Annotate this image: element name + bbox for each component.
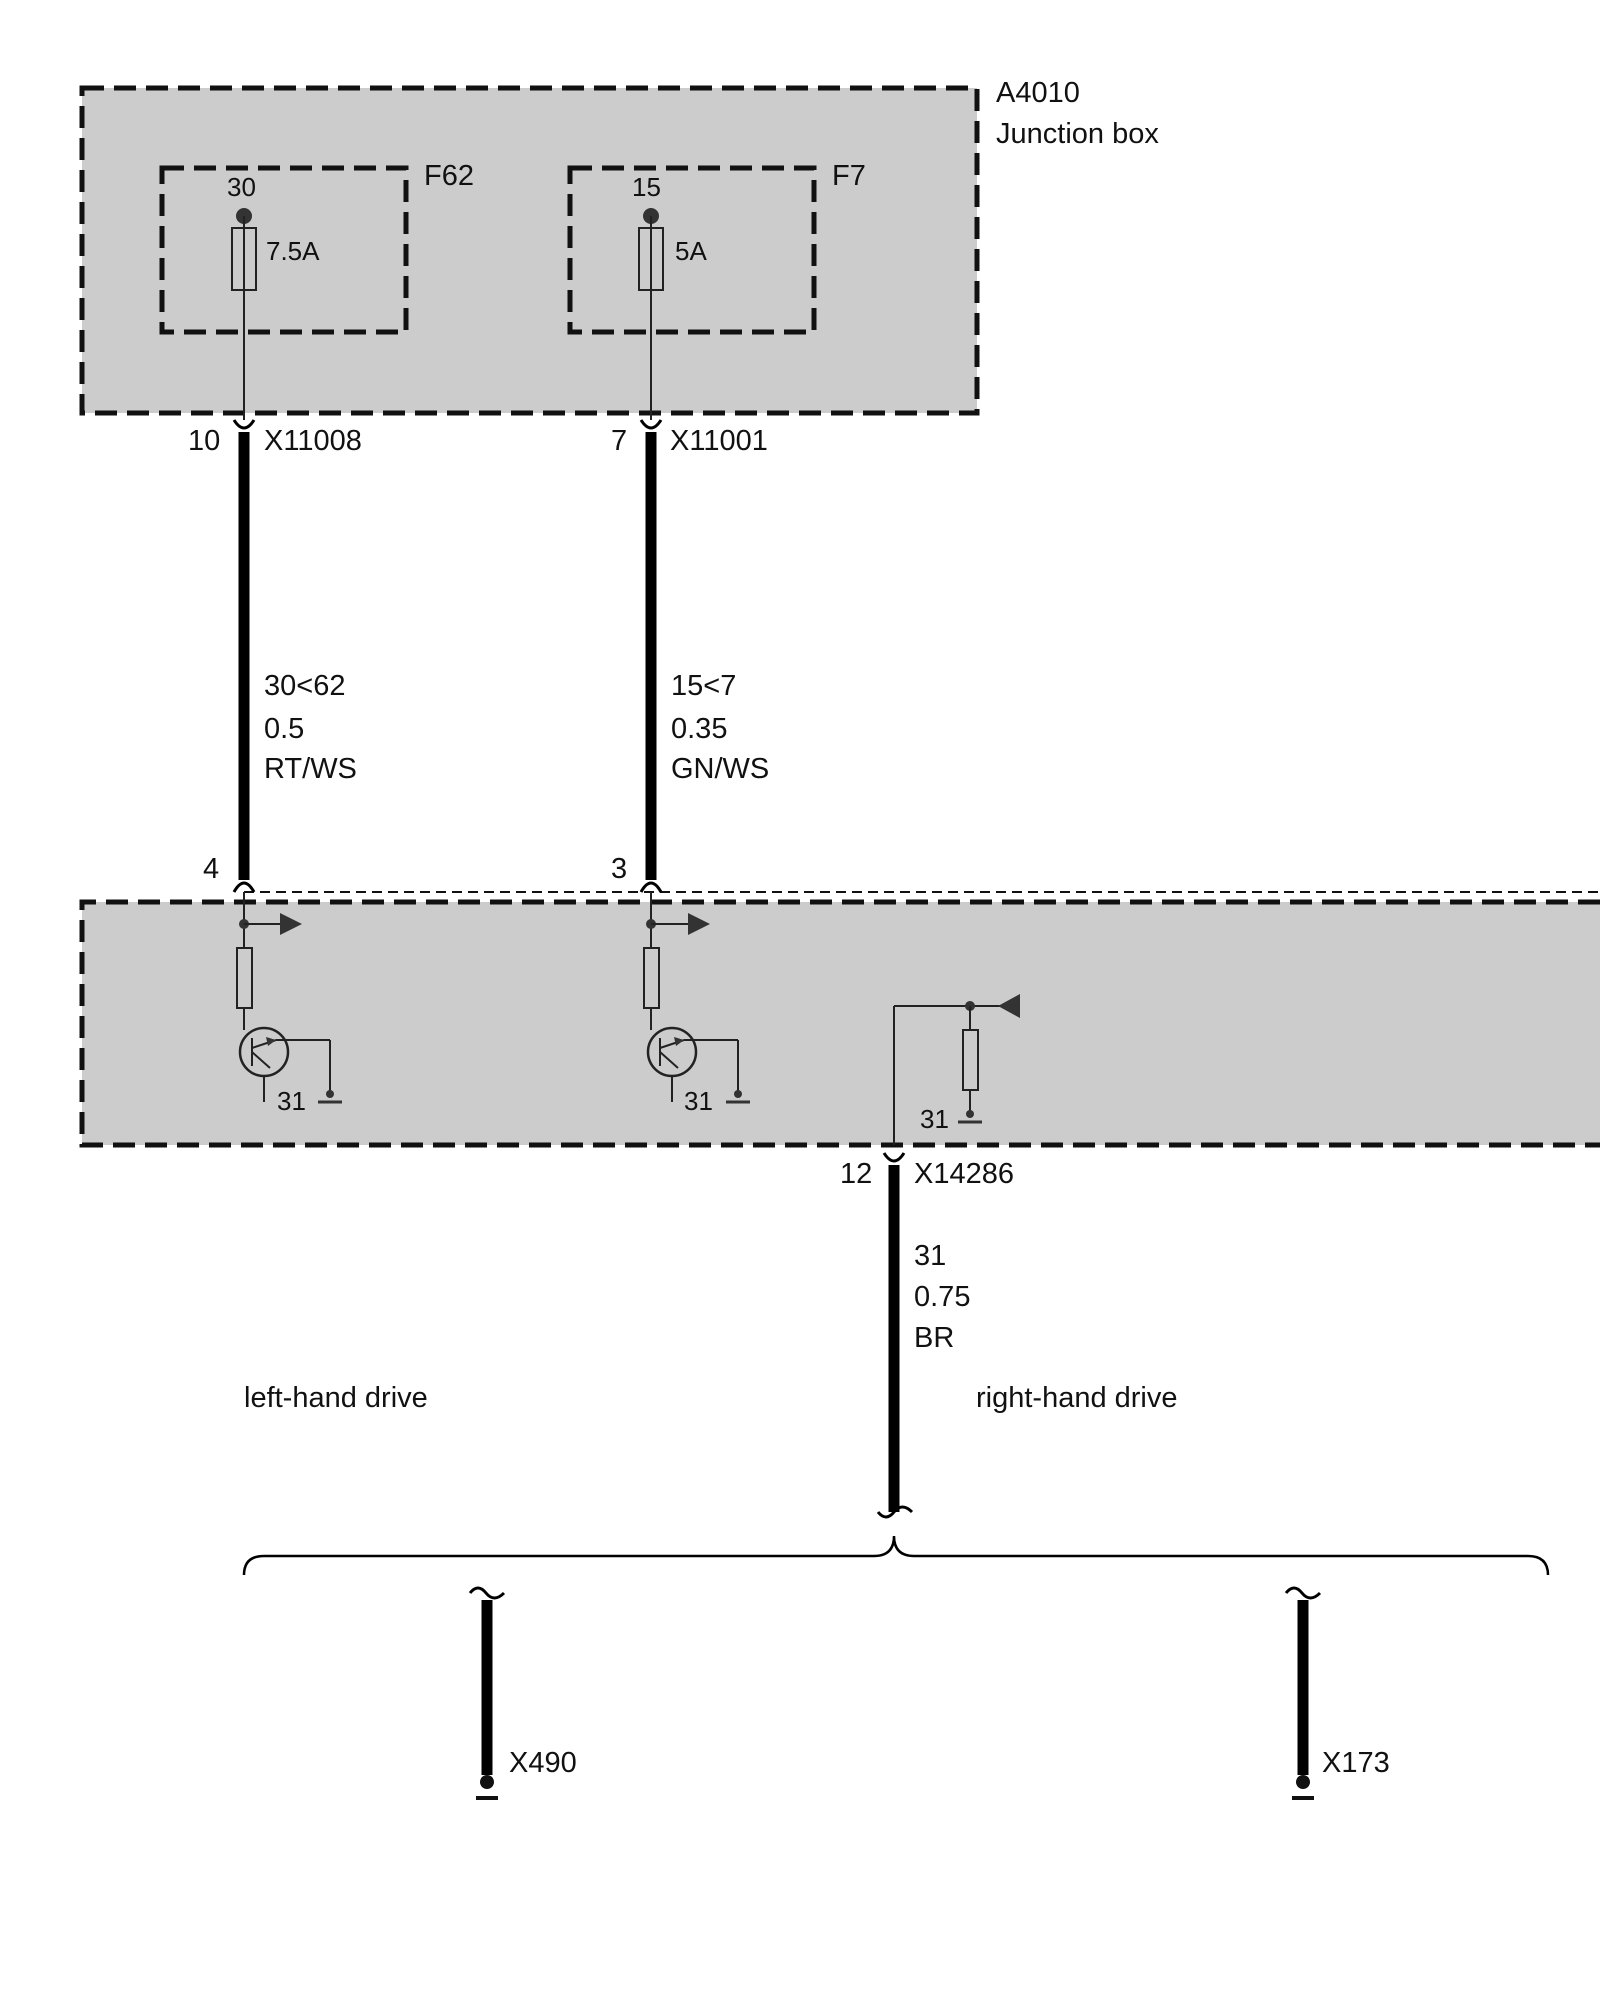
input-circuit-1-resistor xyxy=(236,947,253,1009)
connector-x11008-symbol xyxy=(232,419,256,430)
ground-input-circuit-label: 31 xyxy=(920,1104,949,1134)
fuse-f62-rating: 7.5A xyxy=(266,236,320,266)
control-module[interactable] xyxy=(79,891,1600,1148)
ground-x490-dot xyxy=(480,1775,494,1789)
wire-30-62[interactable]: 30<62 0.5 RT/WS xyxy=(238,432,357,880)
connector-x11001-symbol xyxy=(639,419,663,430)
ground-point-x490[interactable]: X490 xyxy=(468,1586,577,1800)
connector-x11001-pin: 7 xyxy=(611,425,627,457)
wire-15-7-color: GN/WS xyxy=(671,753,769,785)
fuse-f62-outline xyxy=(159,165,409,335)
module-pin-4-label: 4 xyxy=(203,853,219,885)
fuse-f7-rating: 5A xyxy=(675,236,707,266)
ground-x173-label: X173 xyxy=(1322,1747,1390,1779)
variant-brace xyxy=(242,1535,1550,1576)
ground-x173-dot xyxy=(1296,1775,1310,1789)
fuse-f62-terminal: 30 xyxy=(227,172,256,202)
junction-box-name: Junction box xyxy=(996,118,1159,150)
control-module-outline xyxy=(79,899,1600,1148)
connector-x14286-symbol xyxy=(882,1152,906,1163)
connector-x14286[interactable]: 12 X14286 xyxy=(840,1152,1014,1190)
variant-right-label: right-hand drive xyxy=(976,1382,1178,1414)
input-circuit-2-ground-dot xyxy=(734,1090,742,1098)
fuse-f7[interactable]: F7 15 5A xyxy=(567,160,866,420)
connector-x11001-id: X11001 xyxy=(670,425,768,457)
ground-x490-label: X490 xyxy=(509,1747,577,1779)
ground-input-circuit: 31 xyxy=(893,994,1020,1145)
fuse-f62[interactable]: F62 30 7.5A xyxy=(159,160,474,420)
ground-point-x173[interactable]: X173 xyxy=(1284,1586,1390,1800)
connector-x11008-id: X11008 xyxy=(264,425,362,457)
fuse-f7-id: F7 xyxy=(832,160,866,192)
fuse-f7-terminal: 15 xyxy=(632,172,661,202)
module-pin-3-symbol xyxy=(639,881,663,893)
wire-31-color: BR xyxy=(914,1322,954,1354)
wire-30-62-circuit: 30<62 xyxy=(264,670,345,702)
ground-x173-break-icon xyxy=(1284,1586,1322,1600)
wire-31-size: 0.75 xyxy=(914,1281,970,1313)
ground-input-circuit-ground-dot xyxy=(966,1110,974,1118)
connector-x11001[interactable]: 7 X11001 xyxy=(611,419,768,457)
junction-box-outline xyxy=(79,85,980,416)
input-circuit-1-ground-dot xyxy=(326,1090,334,1098)
input-circuit-1-ground-label: 31 xyxy=(277,1086,306,1116)
wire-30-62-color: RT/WS xyxy=(264,753,357,785)
input-circuit-2-signal-arrow-icon xyxy=(688,913,710,935)
wire-15-7-circuit: 15<7 xyxy=(671,670,736,702)
input-circuit-2-ground-label: 31 xyxy=(684,1086,713,1116)
ground-x490-break-icon xyxy=(468,1586,506,1600)
input-circuit-2-emitter-arrow-icon xyxy=(674,1037,684,1046)
connector-x11008[interactable]: 10 X11008 xyxy=(188,419,362,457)
module-pin-3-label: 3 xyxy=(611,853,627,885)
module-pin-3[interactable]: 3 xyxy=(611,853,663,893)
junction-box-id: A4010 xyxy=(996,77,1080,109)
input-circuit-2-resistor xyxy=(643,947,660,1009)
input-circuit-1: 31 xyxy=(236,892,342,1116)
input-circuit-2-collector xyxy=(659,1051,679,1069)
input-circuit-1-collector xyxy=(251,1051,271,1069)
ground-input-circuit-resistor xyxy=(962,1029,979,1091)
wire-15-7-size: 0.35 xyxy=(671,713,727,745)
fuse-f7-outline xyxy=(567,165,817,335)
wire-15-7[interactable]: 15<7 0.35 GN/WS xyxy=(645,432,769,880)
connector-x14286-pin: 12 xyxy=(840,1158,872,1190)
wire-31-break-icon xyxy=(876,1505,914,1519)
variant-left-label: left-hand drive xyxy=(244,1382,428,1414)
fuse-f62-id: F62 xyxy=(424,160,474,192)
wire-31[interactable]: 31 0.75 BR xyxy=(876,1165,970,1519)
module-pin-4[interactable]: 4 xyxy=(203,853,256,893)
connector-x14286-id: X14286 xyxy=(914,1158,1014,1190)
input-circuit-1-signal-arrow-icon xyxy=(280,913,302,935)
connector-x11008-pin: 10 xyxy=(188,425,220,457)
input-circuit-2: 31 xyxy=(643,892,750,1116)
module-pin-4-symbol xyxy=(232,881,256,893)
wire-30-62-size: 0.5 xyxy=(264,713,304,745)
ground-input-circuit-arrow-icon xyxy=(998,994,1020,1018)
wire-31-circuit: 31 xyxy=(914,1240,946,1272)
input-circuit-1-emitter-arrow-icon xyxy=(266,1037,276,1046)
